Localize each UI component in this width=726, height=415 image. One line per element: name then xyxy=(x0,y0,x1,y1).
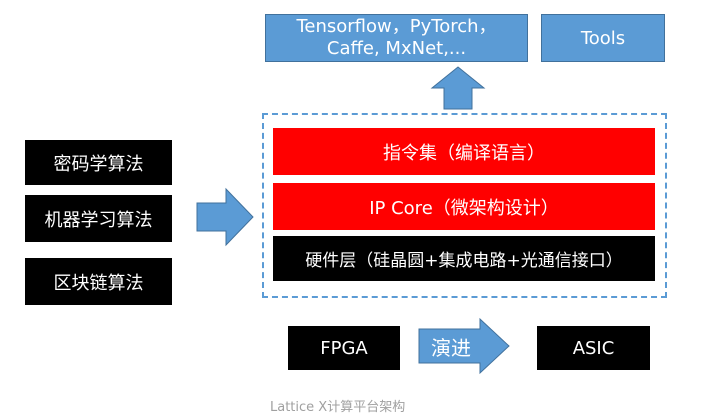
evolution-label-box: 演进 xyxy=(420,329,482,363)
instruction-set-layer: 指令集（编译语言） xyxy=(273,128,655,175)
fpga-box: FPGA xyxy=(288,326,400,370)
platform-container xyxy=(262,113,667,298)
ip-core-label: IP Core（微架构设计） xyxy=(369,197,559,219)
evolution-label: 演进 xyxy=(431,335,471,360)
up-arrow xyxy=(430,66,486,110)
algorithm-box-crypto: 密码学算法 xyxy=(25,140,172,185)
evolution-arrow xyxy=(418,317,510,375)
frameworks-label: Tensorflow，PyTorch，Caffe, MxNet,... xyxy=(296,16,497,59)
hardware-layer: 硬件层（硅晶圆+集成电路+光通信接口） xyxy=(273,236,655,281)
algorithm-label: 区块链算法 xyxy=(53,272,144,294)
algorithm-label: 密码学算法 xyxy=(53,153,144,175)
frameworks-box: Tensorflow，PyTorch，Caffe, MxNet,... xyxy=(265,14,528,62)
tools-label: Tools xyxy=(580,27,626,49)
instruction-set-label: 指令集（编译语言） xyxy=(383,142,545,164)
tools-box: Tools xyxy=(541,14,665,62)
right-arrow xyxy=(196,187,254,247)
asic-box: ASIC xyxy=(537,326,650,370)
fpga-label: FPGA xyxy=(320,337,368,359)
asic-label: ASIC xyxy=(572,337,615,359)
hardware-label: 硬件层（硅晶圆+集成电路+光通信接口） xyxy=(305,251,623,271)
algorithm-label: 机器学习算法 xyxy=(44,209,153,231)
ip-core-layer: IP Core（微架构设计） xyxy=(273,183,655,230)
caption: Lattice X计算平台架构 xyxy=(270,400,406,415)
algorithm-box-ml: 机器学习算法 xyxy=(25,195,172,242)
algorithm-box-blockchain: 区块链算法 xyxy=(25,258,172,305)
